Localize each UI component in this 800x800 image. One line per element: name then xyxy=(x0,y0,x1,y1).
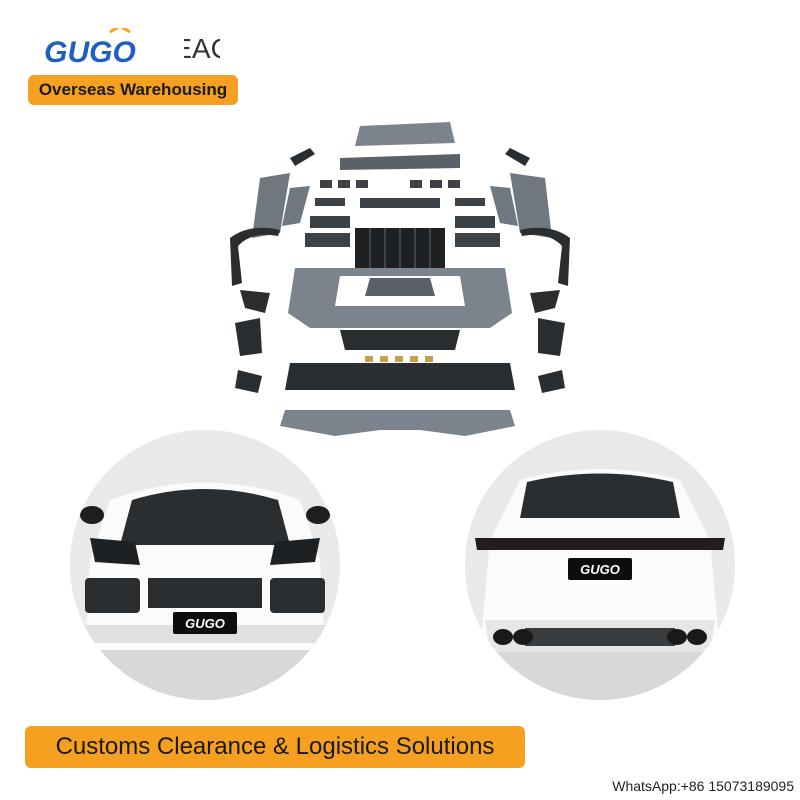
rear-car-photo: GUGO xyxy=(465,430,735,700)
logo-text: GUGO xyxy=(44,36,136,68)
banner-bottom-text: Customs Clearance & Logistics Solutions xyxy=(55,733,495,760)
cert-mark-text: EAC xyxy=(184,33,220,64)
eac-cert-mark: EAC xyxy=(173,30,231,64)
overseas-warehousing-banner: Overseas Warehousing xyxy=(28,75,238,105)
customs-logistics-banner: Customs Clearance & Logistics Solutions xyxy=(25,726,525,768)
front-plate-text: GUGO xyxy=(185,616,225,631)
whatsapp-contact: WhatsApp:+86 15073189095 xyxy=(612,778,794,794)
banner-top-text: Overseas Warehousing xyxy=(38,80,228,99)
rear-plate-text: GUGO xyxy=(580,562,620,577)
body-kit-parts-image xyxy=(220,118,580,443)
front-car-photo: GUGO xyxy=(70,430,340,700)
brand-logo: GUGO xyxy=(40,24,140,69)
